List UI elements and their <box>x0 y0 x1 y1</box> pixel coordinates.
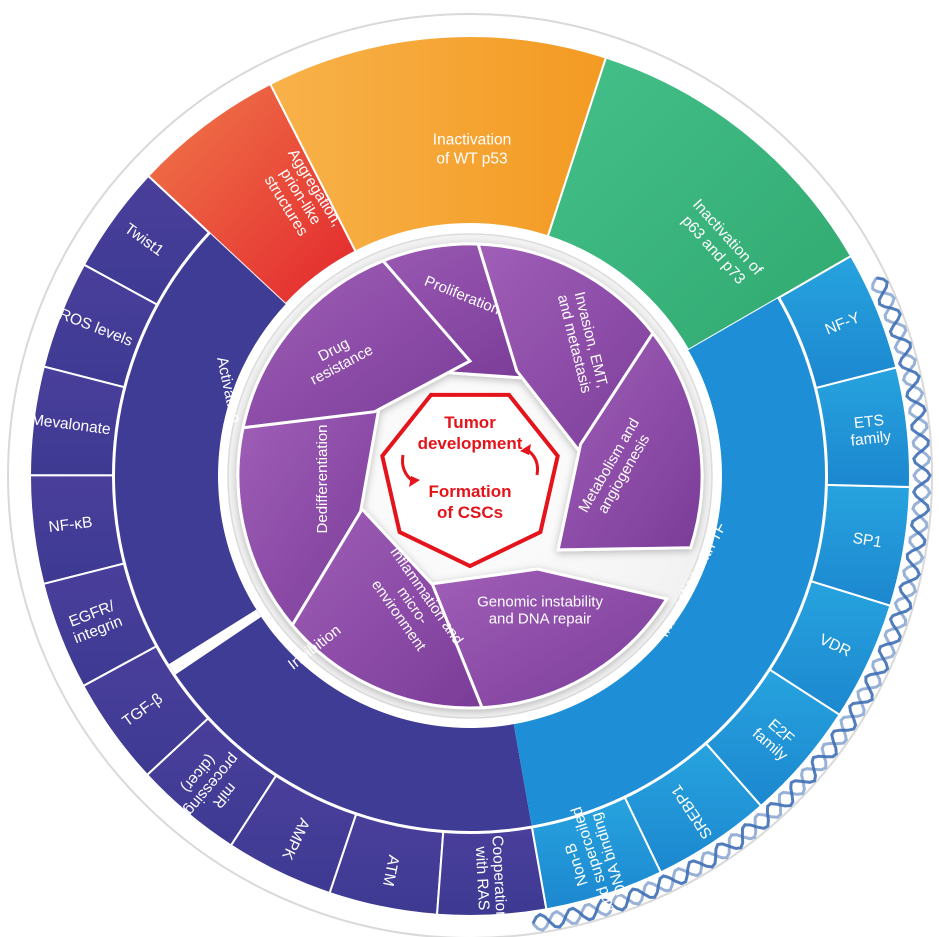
label-dedifferentiation: Dedifferentiation <box>314 425 331 534</box>
sector-right-item <box>704 668 841 808</box>
label-genomic-line: Genomic instability <box>477 593 603 610</box>
ring-interaction-tf <box>513 298 825 826</box>
sector-right-item <box>768 579 892 717</box>
sector-left-item <box>145 717 278 847</box>
label-left-item-line: with RAS <box>472 845 492 911</box>
petal-ring <box>236 242 704 710</box>
label-genomic-line: and DNA repair <box>489 610 592 627</box>
label-right-item-line: SP1 <box>851 530 883 552</box>
ring-activation-inhibition <box>114 233 532 832</box>
cycle-arrow-right-head-icon <box>520 444 531 455</box>
center-title-line1: Tumor <box>444 413 496 432</box>
petal-7 <box>241 259 473 430</box>
center-title-line2: development <box>418 434 523 453</box>
label-left-item-line: Cooperation <box>488 835 509 920</box>
center-heptagon <box>380 392 560 569</box>
label-left-item: ATM <box>379 853 402 887</box>
cycle-arrow-left-head-icon <box>409 476 420 487</box>
label-right-item: SP1 <box>851 530 883 552</box>
petal-3 <box>556 330 704 552</box>
label-right-item-line: ETS <box>853 412 885 432</box>
dna-strand <box>531 277 932 932</box>
dna-helix-icon <box>531 276 932 932</box>
label-inactivation-wt-p53: Inactivation of WT p53 <box>433 132 511 168</box>
sector-inactivation-wt-p53 <box>268 35 608 253</box>
sector-right-item <box>623 742 763 874</box>
sector-right-item <box>809 483 911 607</box>
label-dedifferentiation-line: Dedifferentiation <box>314 425 331 534</box>
label-left-item: NF-κB <box>48 514 94 536</box>
sector-left-item <box>28 365 126 477</box>
label-inactivation-wt-p53-line: of WT p53 <box>436 151 507 168</box>
label-right-item-line: family <box>850 428 892 449</box>
ring-divider <box>168 609 262 675</box>
sector-right-item <box>814 366 911 488</box>
sector-left-item <box>82 174 211 306</box>
label-left-item-line: ATM <box>379 853 402 887</box>
label-inactivation-wt-p53-line: Inactivation <box>433 132 511 149</box>
sector-left-item <box>29 474 126 586</box>
sector-left-item <box>42 562 158 688</box>
center-title-line3: Formation <box>428 482 511 501</box>
outer-ring <box>28 35 911 917</box>
sector-inactivation-p63-p73 <box>546 56 853 352</box>
sector-right-item <box>777 254 898 390</box>
sector-right-item <box>530 796 663 911</box>
sector-left-item <box>435 826 548 917</box>
sector-left-item <box>81 644 210 777</box>
sector-left-item <box>229 774 358 895</box>
sector-left-item <box>42 263 159 389</box>
center-title-line4: of CSCs <box>437 503 503 522</box>
label-left-item-line: NF-κB <box>48 514 94 536</box>
sector-left-item <box>328 813 445 916</box>
middle-ring <box>114 233 825 832</box>
